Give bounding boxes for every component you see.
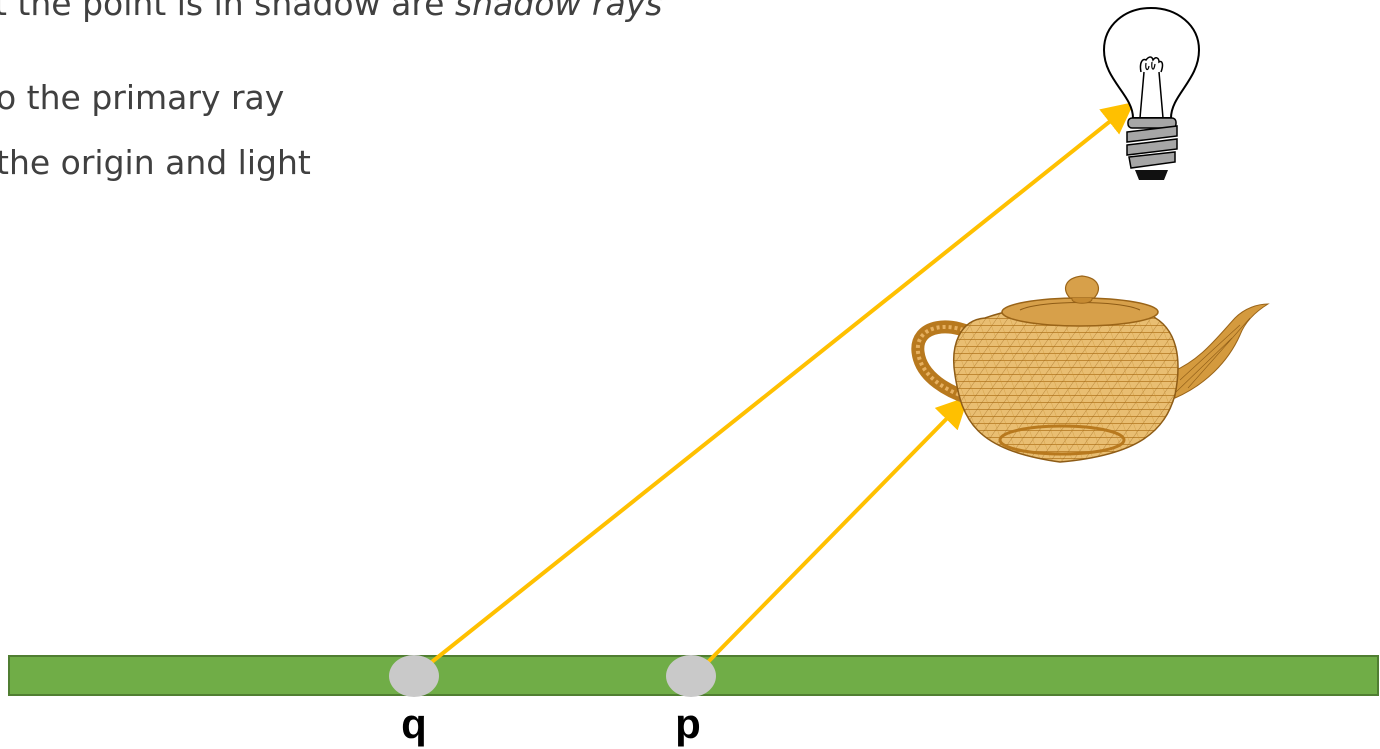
- bullet-shadow-rays: t the point is in shadow are shadow rays: [0, 0, 662, 20]
- light-bulb-icon: [1102, 6, 1201, 180]
- shadow-ray-p: [706, 396, 969, 664]
- point-label-q: q: [401, 700, 427, 747]
- point-q: [389, 655, 439, 697]
- bullet-origin-light: the origin and light: [0, 146, 311, 179]
- point-p: [666, 655, 716, 697]
- shadow-ray-q: [426, 102, 1135, 667]
- bullet-emphasis: shadow rays: [454, 0, 663, 23]
- bullet-text: o the primary ray: [0, 78, 285, 117]
- bullet-text: t the point is in shadow are: [0, 0, 455, 23]
- bullet-primary-ray: o the primary ray: [0, 81, 284, 114]
- point-label-p: p: [675, 700, 701, 747]
- bullet-text: the origin and light: [0, 143, 311, 182]
- teapot-wireframe: [911, 275, 1270, 463]
